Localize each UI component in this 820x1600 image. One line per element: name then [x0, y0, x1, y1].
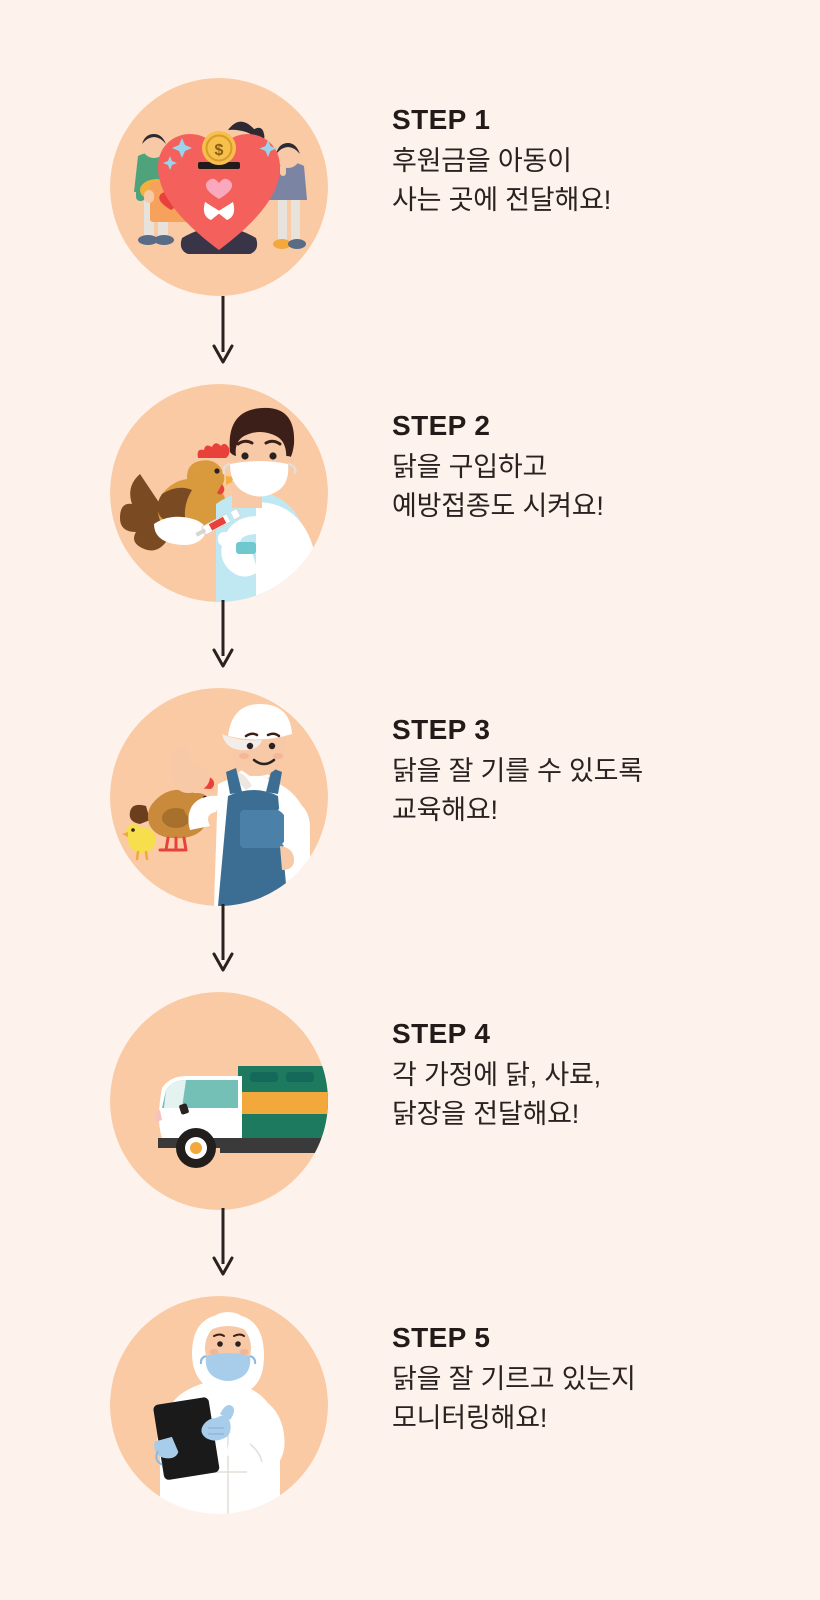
step-2-illustration-wrap [0, 384, 330, 602]
arrow-step-1-to-2 [208, 296, 238, 366]
step-5-description: 닭을 잘 기르고 있는지 모니터링해요! [392, 1364, 636, 1433]
step-5-label: STEP 5 [392, 1322, 491, 1353]
step-2-description: 닭을 구입하고 예방접종도 시켜요! [392, 452, 604, 521]
delivery-truck-illustration [110, 992, 328, 1210]
arrow-step-2-to-3 [208, 600, 238, 670]
vet-vaccinating-rooster-illustration [110, 384, 328, 602]
arrow-step-3-to-4 [208, 904, 238, 974]
step-4-illustration-wrap [0, 992, 330, 1210]
step-3-label: STEP 3 [392, 714, 491, 745]
step-row-2: STEP 2 닭을 구입하고 예방접종도 시켜요! [0, 384, 820, 602]
step-row-3: STEP 3 닭을 잘 기를 수 있도록 교육해요! [0, 688, 820, 906]
step-row-1: $ STEP 1 후원금을 아동이 사는 곳에 전달해요! [0, 78, 820, 296]
step-3-illustration-wrap [0, 688, 330, 906]
step-1-illustration-wrap: $ [0, 78, 330, 296]
step-1-description: 후원금을 아동이 사는 곳에 전달해요! [392, 146, 612, 215]
step-4-label: STEP 4 [392, 1018, 491, 1049]
arrow-step-4-to-5 [208, 1208, 238, 1278]
step-4-description: 각 가정에 닭, 사료, 닭장을 전달해요! [392, 1060, 601, 1129]
svg-text:$: $ [215, 142, 224, 159]
step-2-label: STEP 2 [392, 410, 491, 441]
step-2-text: STEP 2 닭을 구입하고 예방접종도 시켜요! [330, 384, 820, 525]
step-5-text: STEP 5 닭을 잘 기르고 있는지 모니터링해요! [330, 1296, 820, 1437]
step-1-text: STEP 1 후원금을 아동이 사는 곳에 전달해요! [330, 78, 820, 219]
step-3-text: STEP 3 닭을 잘 기를 수 있도록 교육해요! [330, 688, 820, 829]
step-4-text: STEP 4 각 가정에 닭, 사료, 닭장을 전달해요! [330, 992, 820, 1133]
step-1-label: STEP 1 [392, 104, 491, 135]
step-row-5: STEP 5 닭을 잘 기르고 있는지 모니터링해요! [0, 1296, 820, 1514]
step-3-description: 닭을 잘 기를 수 있도록 교육해요! [392, 756, 643, 825]
farmer-teaching-illustration [110, 688, 328, 906]
step-5-illustration-wrap [0, 1296, 330, 1514]
step-row-4: STEP 4 각 가정에 닭, 사료, 닭장을 전달해요! [0, 992, 820, 1210]
heart-donation-box-illustration: $ [110, 78, 328, 296]
inspector-with-tablet-illustration [110, 1296, 328, 1514]
